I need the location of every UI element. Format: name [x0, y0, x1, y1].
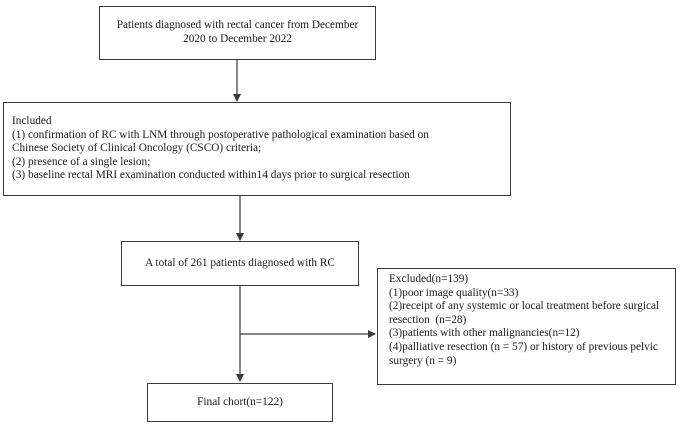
inclusion-box: Included (1) confirmation of RC with LNM…: [3, 102, 511, 196]
inclusion-criterion-1-line-2: Chinese Society of Clinical Oncology (CS…: [12, 142, 262, 155]
total-box: A total of 261 patients diagnosed with R…: [121, 241, 359, 286]
final-box: Final chort(n=122): [147, 383, 333, 422]
exclusion-criterion-1: (1)poor image quality(n=33): [389, 286, 519, 299]
exclusion-box-title: Excluded(n=139): [389, 273, 469, 285]
exclusion-criterion-2-line-2: resection (n=28): [389, 313, 467, 326]
inclusion-box-title: Included: [12, 115, 52, 127]
start-box-line-1: Patients diagnosed with rectal cancer fr…: [116, 19, 359, 32]
exclusion-criterion-2-line-1: (2)receipt of any systemic or local trea…: [389, 300, 660, 313]
inclusion-criterion-2: (2) presence of a single lesion;: [12, 155, 151, 168]
total-box-text: A total of 261 patients diagnosed with R…: [145, 256, 335, 269]
start-box-line-2: 2020 to December 2022: [183, 33, 292, 45]
exclusion-box: Excluded(n=139) (1)poor image quality(n=…: [377, 268, 676, 385]
exclusion-criterion-4-line-2: surgery (n = 9): [389, 354, 457, 367]
exclusion-criterion-3: (3)patients with other malignancies(n=12…: [389, 327, 580, 340]
start-box: Patients diagnosed with rectal cancer fr…: [99, 6, 376, 60]
inclusion-criterion-1-line-1: (1) confirmation of RC with LNM through …: [12, 128, 429, 141]
final-box-text: Final chort(n=122): [197, 395, 283, 408]
exclusion-criterion-4-line-1: (4)palliative resection (n = 57) or hist…: [389, 340, 658, 353]
inclusion-criterion-3: (3) baseline rectal MRI examination cond…: [12, 169, 410, 182]
